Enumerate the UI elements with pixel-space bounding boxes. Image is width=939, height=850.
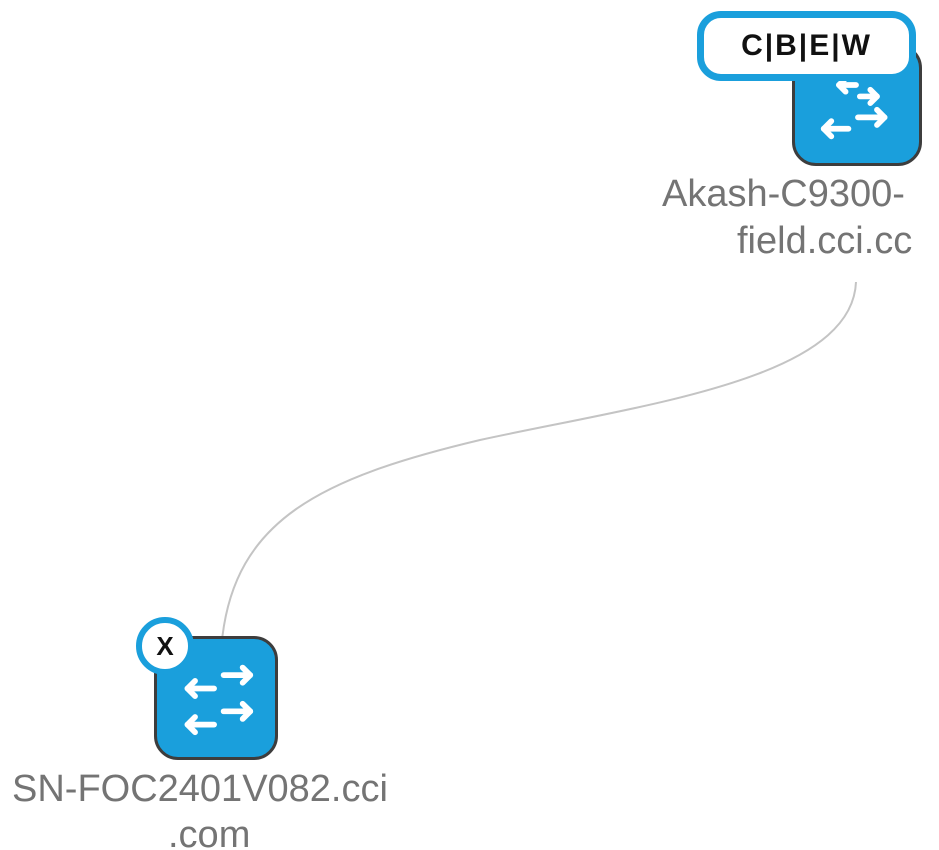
device-label: SN-FOC2401V082.cci — [12, 768, 388, 810]
role-badge: C|B|E|W — [697, 11, 916, 81]
switch-arrows-icon — [820, 75, 888, 140]
device-label: Akash-C9300- — [662, 173, 905, 215]
device-label: .com — [168, 814, 251, 850]
status-badge: X — [136, 617, 194, 675]
switch-arrows-icon — [184, 664, 254, 736]
device-link[interactable] — [221, 281, 857, 641]
device-label: field.cci.cc — [737, 220, 913, 262]
